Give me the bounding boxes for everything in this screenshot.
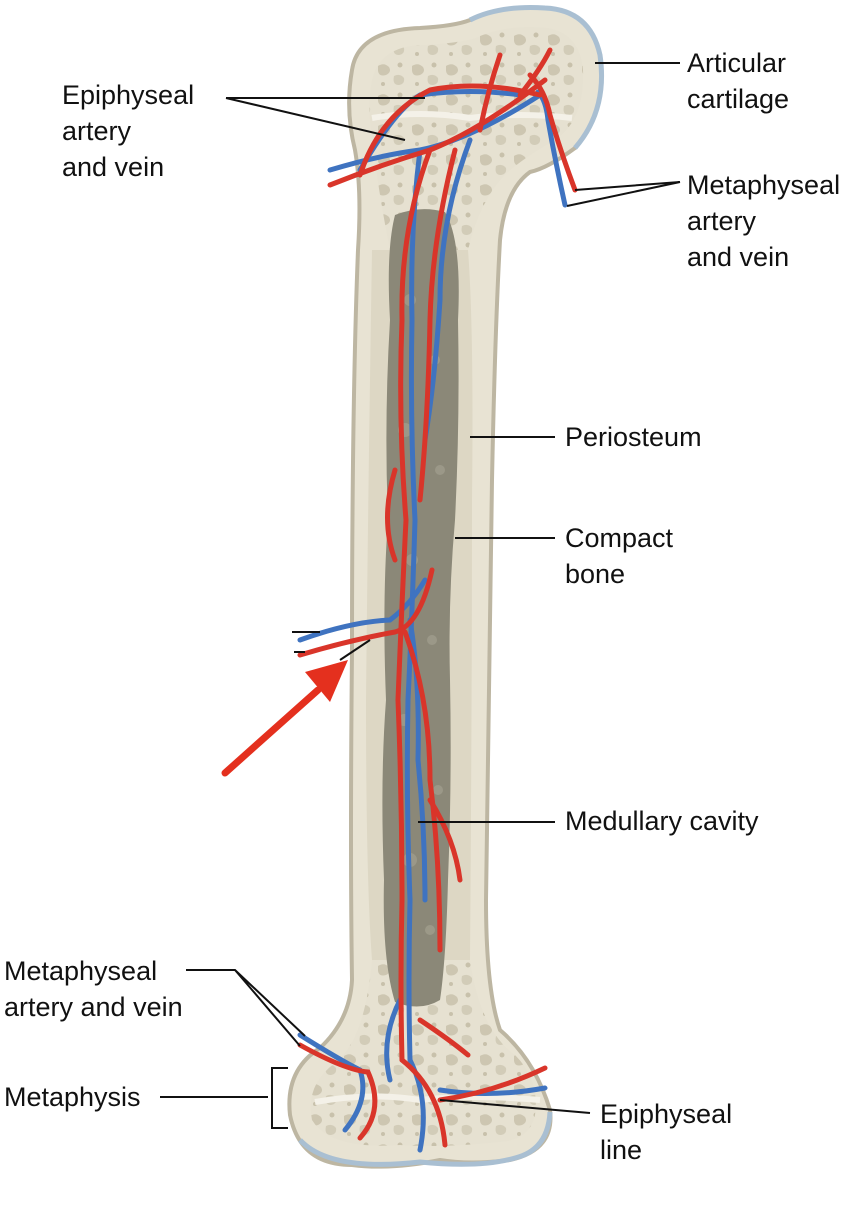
label-line: bone: [565, 559, 626, 589]
label-line: Medullary cavity: [565, 806, 759, 836]
label-metaphyseal-artery-vein-bottom: Metaphyseal artery and vein: [4, 953, 183, 1025]
label-metaphyseal-artery-vein-top: Metaphyseal artery and vein: [687, 167, 840, 275]
label-line: Metaphysis: [4, 1082, 141, 1112]
leader-epiphyseal-vessels: [225, 97, 425, 141]
label-epiphyseal-artery-vein: Epiphyseal artery and vein: [62, 77, 194, 185]
articular-cartilage-top: [468, 5, 605, 150]
nutrient-vessel-marks: [292, 631, 371, 661]
leader-metaphyseal-bottom: [186, 969, 306, 1047]
pointer-arrow: [221, 660, 348, 777]
arteries: [297, 47, 578, 1148]
label-line: Metaphyseal: [4, 956, 158, 986]
label-line: artery: [687, 206, 757, 236]
label-line: and vein: [687, 242, 790, 272]
label-line: artery and vein: [4, 992, 183, 1022]
label-medullary-cavity: Medullary cavity: [565, 803, 759, 839]
leader-metaphyseal-top: [566, 181, 681, 207]
label-line: Articular: [687, 48, 787, 78]
label-line: Compact: [565, 523, 674, 553]
label-line: artery: [62, 116, 132, 146]
label-line: Epiphyseal: [600, 1099, 733, 1129]
leader-metaphysis: [160, 1067, 288, 1129]
label-articular-cartilage: Articular cartilage: [687, 45, 789, 117]
epiphyseal-line-top: [371, 111, 573, 122]
label-line: cartilage: [687, 84, 790, 114]
label-metaphysis: Metaphysis: [4, 1079, 141, 1115]
leader-epiphyseal-line: [439, 1099, 591, 1114]
label-line: and vein: [62, 152, 165, 182]
label-line: Metaphyseal: [687, 170, 841, 200]
label-periosteum: Periosteum: [565, 419, 702, 455]
label-line: line: [600, 1135, 643, 1165]
articular-cartilage-bottom: [298, 1111, 553, 1167]
label-epiphyseal-line: Epiphyseal line: [600, 1096, 732, 1168]
label-line: Periosteum: [565, 422, 702, 452]
label-line: Epiphyseal: [62, 80, 195, 110]
label-compact-bone: Compact bone: [565, 520, 673, 592]
leader-lines: [160, 62, 681, 1129]
